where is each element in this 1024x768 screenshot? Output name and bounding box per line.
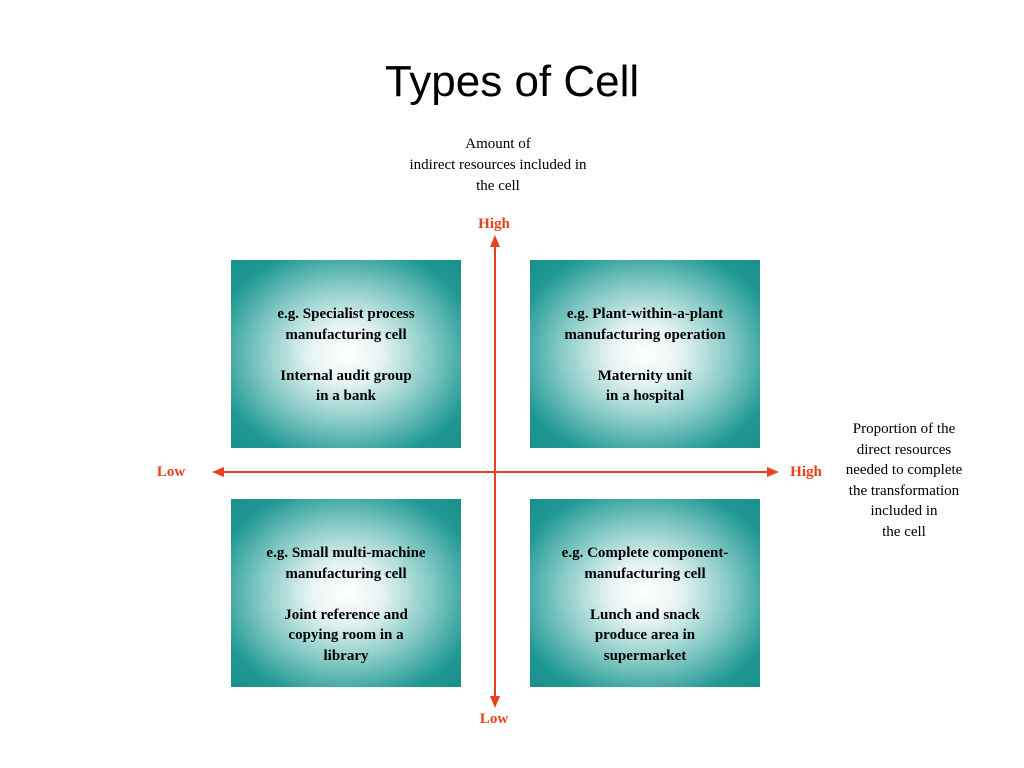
quadrant-service-line: Lunch and snack — [589, 606, 701, 623]
horizontal-axis-left-arrow — [212, 467, 224, 477]
quadrant-text: e.g. Complete component- manufacturing c… — [530, 543, 760, 666]
y-axis-caption-line: Amount of — [465, 136, 531, 152]
page-title: Types of Cell — [384, 57, 640, 106]
quadrant-bottom-left: e.g. Small multi-machine manufacturing c… — [231, 499, 461, 687]
x-axis-caption-line: the transformation — [848, 482, 960, 499]
x-axis-high-label: High — [790, 464, 822, 480]
quadrant-example-line: e.g. Plant-within-a-plant — [566, 306, 724, 322]
quadrant-bottom-right: e.g. Complete component- manufacturing c… — [530, 499, 760, 687]
quadrant-top-right: e.g. Plant-within-a-plant manufacturing … — [530, 260, 760, 448]
quadrant-text: e.g. Small multi-machine manufacturing c… — [231, 543, 461, 666]
quadrant-service-line: in a bank — [315, 388, 377, 404]
y-axis-caption-line: indirect resources included in — [409, 157, 587, 173]
x-axis-caption-line: needed to complete — [845, 462, 963, 478]
quadrant-service-line: library — [323, 647, 369, 664]
quadrant-text: e.g. Plant-within-a-plant manufacturing … — [530, 304, 760, 407]
quadrant-service-line: supermarket — [603, 647, 687, 664]
quadrant-example-line: manufacturing cell — [285, 565, 407, 582]
vertical-axis-up-arrow — [490, 235, 500, 247]
y-axis-caption-line: the cell — [476, 178, 520, 194]
quadrant-text: e.g. Specialist process manufacturing ce… — [231, 304, 461, 407]
quadrant-top-left: e.g. Specialist process manufacturing ce… — [231, 260, 461, 448]
y-axis-caption: Amount of indirect resources included in… — [378, 134, 618, 197]
y-axis-high-label: High — [478, 216, 510, 232]
quadrant-service-line: in a hospital — [605, 388, 685, 404]
horizontal-axis-right-arrow — [767, 467, 779, 477]
quadrant-example-line: manufacturing cell — [285, 326, 407, 343]
quadrant-service-line: copying room in a — [288, 627, 404, 643]
quadrant-service-line: Joint reference and — [284, 606, 408, 623]
x-axis-caption-line: the cell — [882, 523, 926, 540]
quadrant-example-line: e.g. Complete component- — [561, 545, 729, 561]
quadrant-service-line: Internal audit group — [280, 367, 412, 384]
quadrant-example-line: e.g. Small multi-machine — [266, 545, 426, 561]
quadrant-example-line: e.g. Specialist process — [277, 306, 415, 322]
quadrant-service-line: Maternity unit — [597, 367, 693, 384]
quadrant-example-line: manufacturing cell — [584, 565, 706, 582]
x-axis-low-label: Low — [156, 464, 186, 480]
x-axis-caption: Proportion of the direct resources neede… — [826, 419, 982, 542]
x-axis-caption-line: Proportion of the — [852, 421, 956, 437]
vertical-axis-down-arrow — [490, 696, 500, 708]
quadrant-example-line: manufacturing operation — [564, 326, 726, 343]
quadrant-service-line: produce area in — [594, 627, 696, 643]
x-axis-caption-line: included in — [870, 503, 938, 519]
x-axis-caption-line: direct resources — [856, 441, 952, 458]
y-axis-low-label: Low — [479, 711, 509, 727]
